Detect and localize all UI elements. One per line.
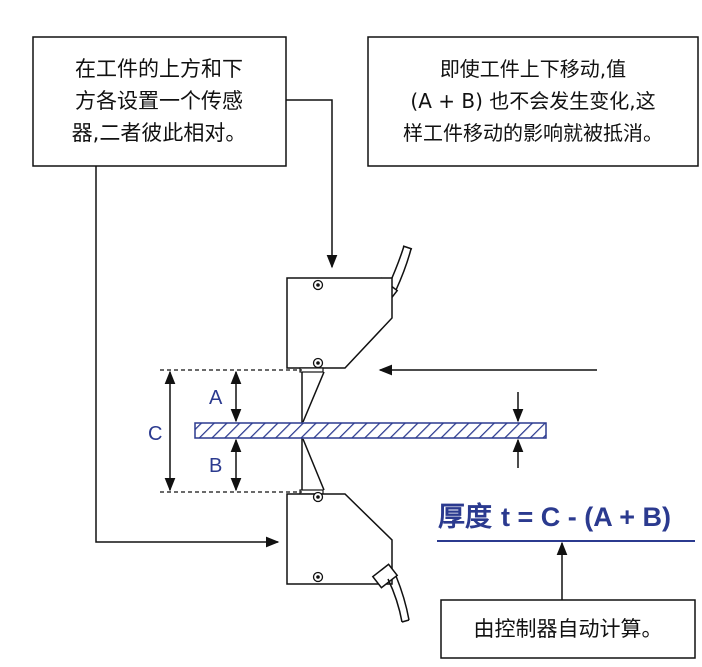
note-right-line-2: (A + B) 也不会发生变化,这 (410, 89, 655, 113)
top-sensor (286, 245, 413, 373)
leader-to-top-sensor (286, 99, 338, 269)
dimension-b-label: B (209, 455, 222, 477)
leader-lines (95, 99, 597, 600)
formula: 厚度 t = C - (A + B) (437, 501, 695, 542)
note-box-right: 即使工件上下移动,值 (A + B) 也不会发生变化,这 样工件移动的影响就被抵… (367, 36, 699, 167)
laser-beams (301, 371, 325, 491)
dimension-c-label: C (148, 423, 162, 445)
dimension-a-label: A (209, 387, 223, 409)
formula-expression: t = C - (A + B) (501, 502, 671, 532)
note-box-left: 在工件的上方和下 方各设置一个传感 器,二者彼此相对。 (32, 36, 287, 167)
note-right-line-1: 即使工件上下移动,值 (440, 57, 626, 81)
bottom-sensor (286, 489, 410, 623)
note-left-line-1: 在工件的上方和下 (75, 57, 243, 81)
note-box-bottom: 由控制器自动计算。 (440, 599, 696, 659)
note-left-line-2: 方各设置一个传感 (75, 89, 243, 113)
note-left-line-3: 器,二者彼此相对。 (72, 121, 247, 145)
workpiece (194, 422, 547, 439)
formula-label: 厚度 (438, 501, 492, 532)
note-right-line-3: 样工件移动的影响就被抵消。 (403, 121, 663, 145)
note-bottom-text: 由控制器自动计算。 (474, 617, 663, 641)
reference-lines (160, 369, 302, 493)
leader-to-bottom-sensor (95, 166, 280, 548)
dimension-arrows (164, 370, 524, 492)
